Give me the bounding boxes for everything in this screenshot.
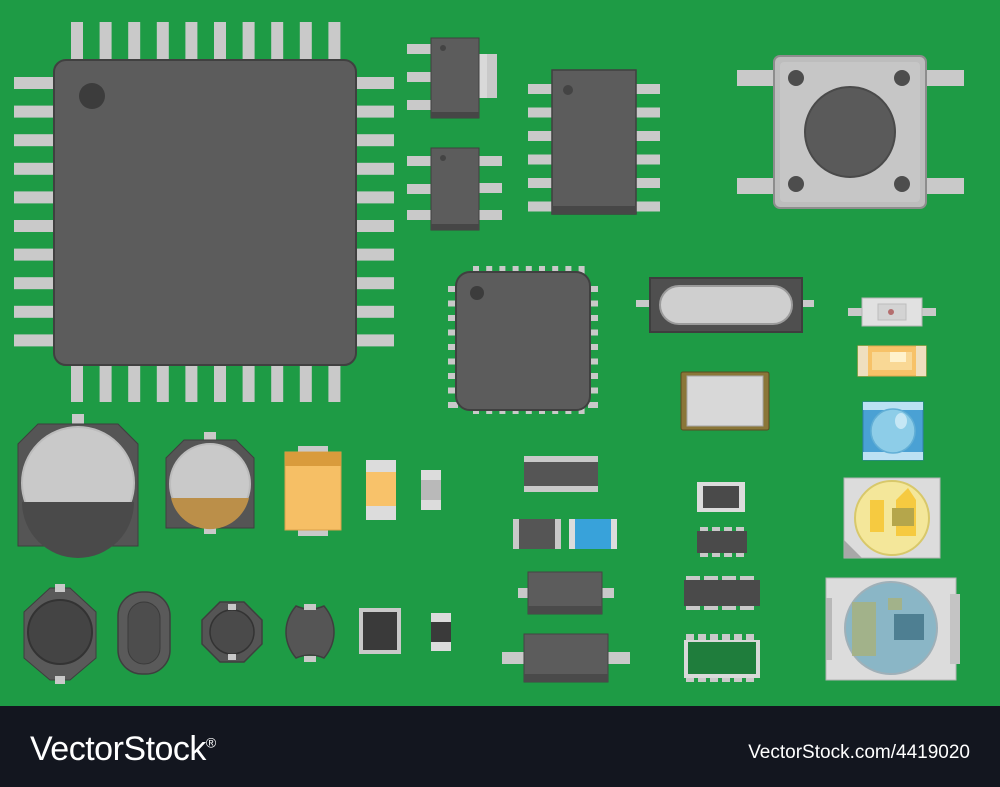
power-inductor-octagon	[201, 601, 263, 663]
smd-led-small	[848, 297, 936, 327]
soic-chip	[528, 69, 660, 215]
resistor-0402	[431, 613, 451, 651]
pcb-board	[14, 22, 964, 684]
power-inductor-small	[285, 604, 335, 662]
smd-led-yellow	[843, 477, 941, 559]
sot223-transistor-top	[407, 37, 497, 119]
brand-name: VectorStock	[30, 730, 206, 768]
qfp-chip	[14, 22, 394, 402]
tantalum-capacitor	[284, 446, 342, 536]
image-id: VectorStock.com/4419020	[748, 742, 970, 763]
registered-mark: ®	[205, 734, 216, 751]
resistor-array-large	[684, 576, 760, 610]
resistor-1210	[697, 482, 745, 512]
sot223-transistor-bottom	[407, 147, 502, 231]
crystal-hc49	[636, 277, 814, 333]
crystal-oscillator	[680, 371, 770, 431]
resistor-2512	[524, 456, 598, 492]
diode-sma	[518, 571, 614, 615]
electrolytic-capacitor-large	[17, 414, 139, 558]
power-inductor-round	[23, 584, 97, 684]
capacitor-1206-blue	[569, 519, 617, 549]
watermark-footer: VectorStock® VectorStock.com/4419020	[0, 706, 1000, 787]
vectorstock-logo: VectorStock®	[30, 730, 216, 769]
tactile-push-button	[737, 55, 964, 209]
resistor-0603	[421, 470, 441, 510]
smd-led-blue	[862, 401, 924, 461]
resistor-array-small	[697, 527, 747, 557]
smd-led-rgb	[825, 577, 960, 681]
electrolytic-capacitor-small	[165, 432, 255, 534]
diode-smb	[502, 633, 630, 683]
smd-led-orange	[857, 345, 927, 377]
qfn-chip	[448, 266, 598, 414]
green-chip-array	[684, 634, 760, 682]
resistor-1206	[513, 519, 561, 549]
power-inductor-oval	[117, 591, 171, 675]
square-inductor	[359, 608, 401, 654]
ceramic-capacitor	[366, 460, 396, 520]
